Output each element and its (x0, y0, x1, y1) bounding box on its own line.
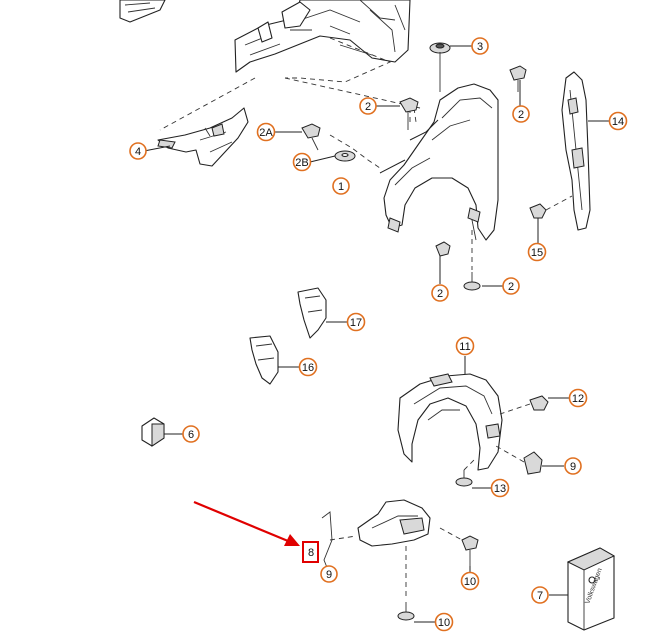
callout-2B: 2B (292, 152, 312, 172)
callout-label: 17 (350, 317, 362, 329)
bolt-icon (509, 65, 527, 92)
callout-label: 2 (365, 101, 371, 113)
callout-label: 16 (302, 362, 314, 374)
bolt-icon (463, 272, 481, 291)
callout-3: 3 (471, 37, 489, 55)
callout-16: 16 (298, 357, 318, 377)
callout-label: 9 (570, 461, 576, 473)
bracket-part-16 (249, 335, 279, 385)
highlight-box (302, 541, 319, 563)
bolt-icon (455, 470, 473, 487)
bracket-part-17 (297, 287, 327, 339)
callout-2A: 2A (256, 122, 276, 142)
callout-1: 1 (332, 177, 350, 195)
callout-13: 13 (490, 478, 510, 498)
callout-2: 2 (502, 277, 520, 295)
callout-label: 8 (308, 547, 314, 559)
callout-9: 9 (564, 457, 582, 475)
callout-label: 10 (464, 576, 476, 588)
body-structure-part (119, 0, 411, 73)
callout-label: 2A (259, 127, 273, 139)
logo-icon (588, 576, 596, 584)
callout-label: 9 (326, 569, 332, 581)
bolt-icon (397, 602, 415, 621)
callout-11: 11 (455, 336, 475, 356)
trim-strip-part-14 (561, 71, 591, 231)
callout-label: 1 (338, 181, 344, 193)
bolt-icon (399, 97, 419, 130)
callout-label: 3 (477, 41, 483, 53)
callout-label: 6 (188, 429, 194, 441)
callout-4: 4 (129, 142, 147, 160)
callout-14: 14 (608, 111, 628, 131)
lower-liner-part-8 (357, 499, 431, 547)
callout-6: 6 (182, 425, 200, 443)
callout-17: 17 (346, 312, 366, 332)
bolt-icon (435, 241, 451, 280)
rubber-block-part-6 (141, 417, 165, 447)
callout-9: 9 (320, 565, 338, 583)
callout-label: 2B (295, 157, 308, 169)
callout-8: 8 (308, 547, 314, 559)
bolt-icon (461, 535, 479, 566)
callout-15: 15 (527, 242, 547, 262)
callout-label: 12 (572, 393, 584, 405)
callout-2: 2 (431, 284, 449, 302)
callout-label: 13 (494, 483, 506, 495)
callout-label: 2 (437, 288, 443, 300)
bolt-icon (429, 42, 451, 92)
callout-7: 7 (531, 586, 549, 604)
bolt-icon (301, 123, 321, 151)
callout-label: 15 (531, 247, 543, 259)
washer-icon (334, 150, 356, 162)
clip-icon (523, 451, 543, 475)
callout-label: 10 (438, 617, 450, 629)
clip-icon (529, 203, 547, 219)
highlight-arrow (193, 500, 300, 546)
callout-2: 2 (512, 105, 530, 123)
package-part-7: Volkswagen (566, 547, 616, 631)
fender-part-1 (383, 83, 499, 241)
callout-label: 4 (135, 146, 141, 158)
callout-label: 7 (537, 590, 543, 602)
callout-label: 2 (508, 281, 514, 293)
callout-10: 10 (460, 571, 480, 591)
callout-12: 12 (568, 388, 588, 408)
callout-label: 11 (459, 341, 470, 353)
callout-2: 2 (359, 97, 377, 115)
clip-icon (529, 395, 549, 411)
callout-label: 2 (518, 109, 524, 121)
bracket-part-4 (157, 107, 249, 167)
callout-10: 10 (434, 612, 454, 632)
callout-label: 14 (612, 116, 624, 128)
wheel-liner-part-11 (397, 373, 503, 471)
